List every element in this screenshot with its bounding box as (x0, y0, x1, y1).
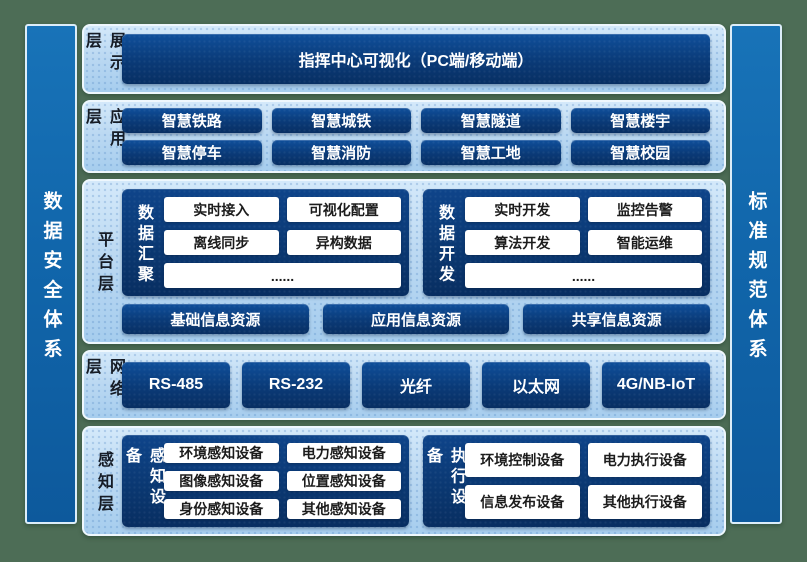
execution-devices-items: 环境控制设备 电力执行设备 信息发布设备 其他执行设备 (465, 443, 702, 519)
network-box: 以太网 (482, 362, 590, 408)
sensing-devices-label-col: 感知设备 (123, 443, 164, 519)
platform-item-more: ...... (164, 263, 401, 288)
application-box: 智慧消防 (271, 140, 411, 165)
layer-application: 应用层 智慧铁路 智慧城铁 智慧隧道 智慧楼宇 智慧停车 智慧消防 智慧工地 智… (82, 100, 726, 173)
platform-item: 异构数据 (286, 230, 401, 255)
network-box: RS-232 (242, 362, 350, 408)
network-box: 4G/NB-IoT (602, 362, 710, 408)
layer-platform-content: 数据汇聚 实时接入 可视化配置 离线同步 异构数据 ...... 数据开发 (122, 189, 710, 334)
layer-network-label: 网络层 (83, 358, 124, 403)
sensing-device: 环境感知设备 (164, 443, 279, 463)
platform-item: 可视化配置 (286, 197, 401, 222)
information-resources-row: 基础信息资源 应用信息资源 共享信息资源 (122, 304, 710, 334)
standards-bar: 标准规范体系 (730, 24, 782, 524)
sensing-devices-label: 感知设备 (123, 447, 164, 509)
layer-perception-label: 感知层 (95, 450, 112, 518)
data-development-label-col: 数据开发 (431, 197, 457, 288)
data-development-items: 实时开发 监控告警 算法开发 智能运维 ...... (465, 197, 702, 288)
data-security-label: 数据安全体系 (40, 190, 62, 368)
execution-device: 环境控制设备 (465, 443, 580, 477)
layer-display-label-col: 展示层 (83, 26, 124, 92)
application-box: 智慧隧道 (421, 108, 561, 133)
layer-network-content: RS-485 RS-232 光纤 以太网 4G/NB-IoT (122, 362, 710, 408)
layer-platform-label-col: 平台层 (84, 181, 122, 342)
resource-box: 基础信息资源 (122, 304, 309, 334)
resource-box: 应用信息资源 (322, 304, 510, 334)
data-security-bar: 数据安全体系 (25, 24, 77, 524)
sensing-devices-items: 环境感知设备 电力感知设备 图像感知设备 位置感知设备 身份感知设备 其他感知设… (164, 443, 401, 519)
application-box: 智慧校园 (570, 140, 710, 165)
application-box: 智慧楼宇 (570, 108, 710, 133)
layer-application-label-col: 应用层 (83, 102, 124, 171)
platform-item: 算法开发 (465, 230, 580, 255)
layer-perception: 感知层 感知设备 环境感知设备 电力感知设备 图像感知设备 位置感知设备 身份感… (82, 426, 726, 536)
execution-devices-label-col: 执行设备 (424, 443, 465, 519)
layer-display: 展示层 指挥中心可视化（PC端/移动端） (82, 24, 726, 94)
data-aggregation-label-col: 数据汇聚 (130, 197, 156, 288)
network-box: RS-485 (122, 362, 230, 408)
layer-stack: 展示层 指挥中心可视化（PC端/移动端） 应用层 智慧铁路 智慧城铁 智慧隧道 … (82, 24, 726, 536)
data-development-label: 数据开发 (436, 203, 453, 286)
layer-network-label-col: 网络层 (83, 352, 124, 418)
application-box: 智慧停车 (122, 140, 262, 165)
sensing-device: 图像感知设备 (164, 471, 279, 491)
platform-item: 离线同步 (164, 230, 279, 255)
platform-item: 实时开发 (465, 197, 580, 222)
layer-application-content: 智慧铁路 智慧城铁 智慧隧道 智慧楼宇 智慧停车 智慧消防 智慧工地 智慧校园 (122, 108, 710, 165)
sensing-devices-group: 感知设备 环境感知设备 电力感知设备 图像感知设备 位置感知设备 身份感知设备 … (122, 435, 409, 527)
execution-device: 信息发布设备 (465, 485, 580, 519)
resource-box: 共享信息资源 (523, 304, 710, 334)
standards-label: 标准规范体系 (745, 190, 767, 368)
layer-network: 网络层 RS-485 RS-232 光纤 以太网 4G/NB-IoT (82, 350, 726, 420)
layer-display-content: 指挥中心可视化（PC端/移动端） (122, 26, 710, 92)
sensing-device: 其他感知设备 (286, 499, 401, 519)
layer-perception-content: 感知设备 环境感知设备 电力感知设备 图像感知设备 位置感知设备 身份感知设备 … (122, 435, 710, 527)
layer-application-label: 应用层 (83, 108, 124, 153)
application-box: 智慧工地 (421, 140, 561, 165)
layer-perception-label-col: 感知层 (84, 428, 122, 534)
platform-item-more: ...... (465, 263, 702, 288)
data-aggregation-group: 数据汇聚 实时接入 可视化配置 离线同步 异构数据 ...... (122, 189, 409, 296)
layer-display-label: 展示层 (83, 32, 124, 77)
execution-devices-group: 执行设备 环境控制设备 电力执行设备 信息发布设备 其他执行设备 (423, 435, 710, 527)
data-aggregation-label: 数据汇聚 (135, 203, 152, 286)
data-aggregation-items: 实时接入 可视化配置 离线同步 异构数据 ...... (164, 197, 401, 288)
platform-item: 实时接入 (164, 197, 279, 222)
data-development-group: 数据开发 实时开发 监控告警 算法开发 智能运维 ...... (423, 189, 710, 296)
layer-platform: 平台层 数据汇聚 实时接入 可视化配置 离线同步 异构数据 ...... (82, 179, 726, 344)
layer-platform-label: 平台层 (95, 231, 112, 298)
application-box: 智慧铁路 (122, 108, 262, 133)
sensing-device: 位置感知设备 (286, 471, 401, 491)
execution-device: 电力执行设备 (587, 443, 702, 477)
application-box: 智慧城铁 (271, 108, 411, 133)
sensing-device: 电力感知设备 (286, 443, 401, 463)
network-box: 光纤 (362, 362, 470, 408)
execution-devices-label: 执行设备 (424, 447, 465, 509)
platform-item: 智能运维 (587, 230, 702, 255)
platform-item: 监控告警 (587, 197, 702, 222)
execution-device: 其他执行设备 (587, 485, 702, 519)
platform-groups: 数据汇聚 实时接入 可视化配置 离线同步 异构数据 ...... 数据开发 (122, 189, 710, 296)
sensing-device: 身份感知设备 (164, 499, 279, 519)
command-center-box: 指挥中心可视化（PC端/移动端） (122, 34, 710, 84)
